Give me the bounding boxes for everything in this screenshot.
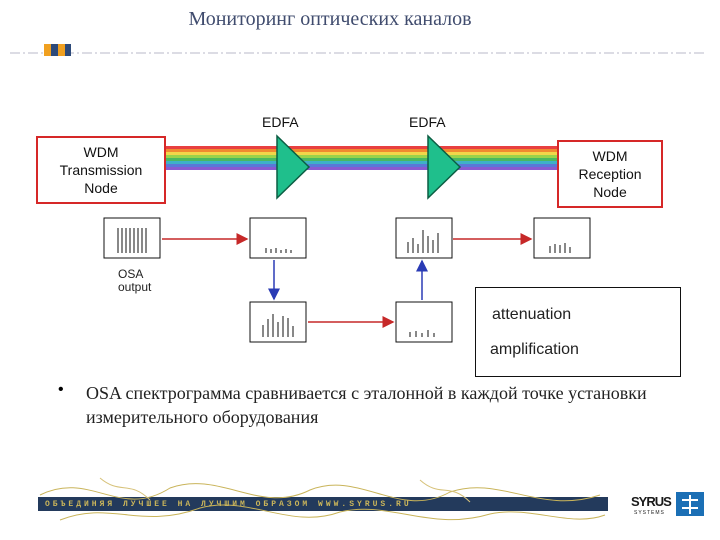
osa-label-line: OSA	[118, 267, 144, 281]
legend-attenuation-label: attenuation	[492, 306, 572, 323]
optical-fiber-rainbow	[166, 146, 558, 170]
node-label-line: Node	[84, 180, 118, 196]
spectrum-box-5	[249, 301, 307, 343]
title-underline	[10, 44, 705, 56]
edfa-label-2: EDFA	[409, 114, 446, 130]
spectrum-box-2	[249, 217, 307, 259]
spectrum-box-3	[395, 217, 453, 259]
edfa-amplifier-2	[427, 134, 462, 200]
wdm-transmission-node: WDM Transmission Node	[36, 136, 166, 204]
syrus-logo-text: SYRUS	[631, 494, 672, 509]
footer-slogan: ОБЪЕДИНЯЯ ЛУЧШЕЕ НА ЛУЧШИМ ОБРАЗОМ WWW.S…	[45, 500, 412, 509]
legend-amplification-label: amplification	[490, 341, 579, 358]
syrus-logo-subtext: SYSTEMS	[634, 510, 665, 516]
legend-box	[475, 287, 681, 377]
wdm-reception-node: WDM Reception Node	[557, 140, 663, 208]
node-label-line: WDM	[592, 148, 628, 164]
bullet-text: OSA спектрограмма сравнивается с эталонн…	[86, 383, 647, 427]
edfa-amplifier-1	[276, 134, 311, 200]
page-title: Мониторинг оптических каналов	[188, 8, 472, 30]
osa-label-line: output	[118, 280, 152, 294]
osa-output-label: OSA output	[118, 268, 151, 294]
node-label-line: Node	[593, 184, 627, 200]
edfa-label-1: EDFA	[262, 114, 299, 130]
syrus-logo-mark	[676, 492, 704, 516]
spectrum-box-6	[395, 301, 453, 343]
footer-band	[38, 477, 608, 521]
spectrum-box-4	[533, 217, 591, 259]
spectrum-box-1	[103, 217, 161, 259]
bullet-icon: •	[58, 381, 64, 398]
node-label-line: Transmission	[59, 162, 143, 178]
node-label-line: Reception	[578, 166, 642, 182]
node-label-line: WDM	[83, 144, 119, 160]
